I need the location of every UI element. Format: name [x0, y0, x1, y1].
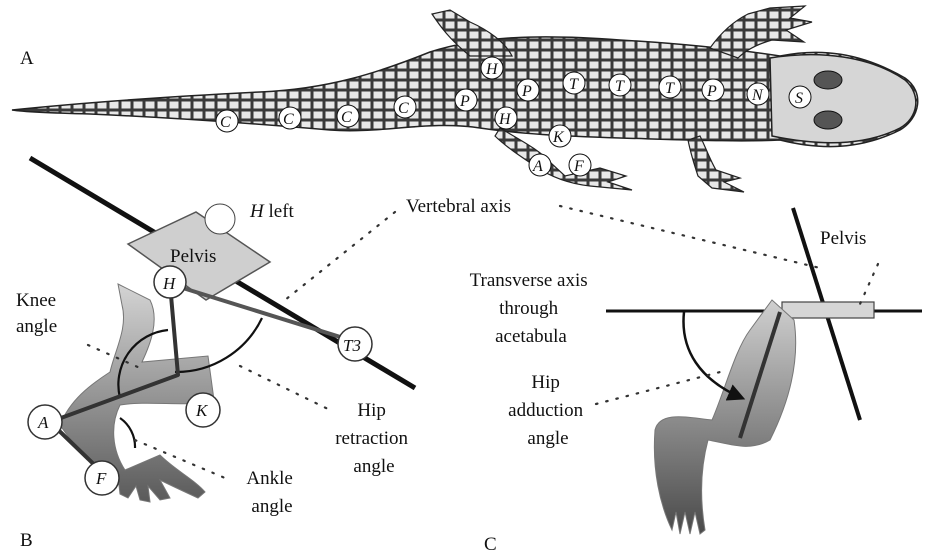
joint-h: H: [154, 266, 186, 298]
marker-c4: C: [394, 96, 416, 118]
hip-to-t3-line: [170, 284, 350, 340]
panel-label-a: A: [20, 48, 34, 69]
left-eye: [814, 71, 842, 89]
leader-hip-adduction: [596, 372, 720, 404]
svg-text:K: K: [552, 129, 565, 146]
svg-text:C: C: [341, 109, 352, 126]
transverse-axis-label: Transverse axis through acetabula: [470, 270, 593, 347]
svg-text:T: T: [569, 76, 579, 93]
marker-k: K: [549, 125, 571, 147]
svg-text:A: A: [37, 413, 49, 432]
leader-pelvis-c: [860, 264, 878, 304]
svg-text:K: K: [195, 401, 209, 420]
svg-text:H: H: [485, 61, 499, 78]
leader-hip-retraction: [240, 366, 330, 410]
knee-angle-label: Knee angle: [16, 290, 61, 337]
joint-t3: T3: [338, 327, 372, 361]
leader-vertebral-axis: [285, 212, 395, 300]
hip-adduction-angle-label: Hip adduction angle: [508, 372, 588, 449]
svg-text:P: P: [459, 93, 470, 110]
hip-retraction-angle-label: Hip retraction angle: [335, 400, 413, 477]
panel-label-b: B: [20, 530, 33, 551]
svg-text:P: P: [706, 83, 717, 100]
joint-a: A: [28, 405, 62, 439]
leader-vertebral-axis-c: [560, 206, 820, 268]
marker-h-bottom: H: [495, 107, 517, 129]
svg-text:T: T: [665, 80, 675, 97]
joint-f: F: [85, 461, 119, 495]
svg-text:T3: T3: [343, 336, 361, 355]
panel-label-c: C: [484, 534, 497, 554]
svg-text:F: F: [573, 158, 584, 175]
vertebral-axis-label: Vertebral axis: [406, 196, 511, 217]
svg-text:P: P: [521, 83, 532, 100]
marker-c1: C: [216, 110, 238, 132]
svg-text:C: C: [398, 100, 409, 117]
marker-t3: T: [659, 76, 681, 98]
svg-text:H: H: [162, 274, 177, 293]
marker-f: F: [569, 154, 591, 176]
svg-text:C: C: [283, 111, 294, 128]
svg-text:S: S: [795, 90, 803, 107]
joint-k: K: [186, 393, 220, 427]
h-left-label: H left: [249, 201, 295, 222]
ankle-angle-arc: [120, 418, 135, 448]
forelimb-lower: [688, 136, 744, 192]
svg-text:H: H: [498, 111, 512, 128]
svg-text:T: T: [615, 78, 625, 95]
marker-t1: T: [563, 72, 585, 94]
ankle-angle-label: Ankle angle: [246, 468, 297, 517]
forelimb-upper: [710, 6, 812, 58]
marker-h-top: H: [481, 57, 503, 79]
svg-text:N: N: [751, 87, 764, 104]
alligator-illustration: C C C C P H H P T T T P N S K A F: [12, 6, 918, 192]
svg-text:C: C: [220, 114, 231, 131]
svg-text:A: A: [532, 158, 543, 175]
marker-p1: P: [455, 89, 477, 111]
pelvis-label-c: Pelvis: [820, 228, 866, 249]
right-eye: [814, 111, 842, 129]
limb-silhouette-b: [60, 284, 214, 502]
marker-t2: T: [609, 74, 631, 96]
marker-p3: P: [702, 79, 724, 101]
marker-p2: P: [517, 79, 539, 101]
marker-s: S: [789, 86, 811, 108]
pelvis-label-b: Pelvis: [170, 246, 216, 267]
marker-c2: C: [279, 107, 301, 129]
hip-left-circle: [205, 204, 235, 234]
svg-text:F: F: [95, 469, 107, 488]
marker-a: A: [529, 154, 551, 176]
marker-n: N: [747, 83, 769, 105]
marker-c3: C: [337, 105, 359, 127]
